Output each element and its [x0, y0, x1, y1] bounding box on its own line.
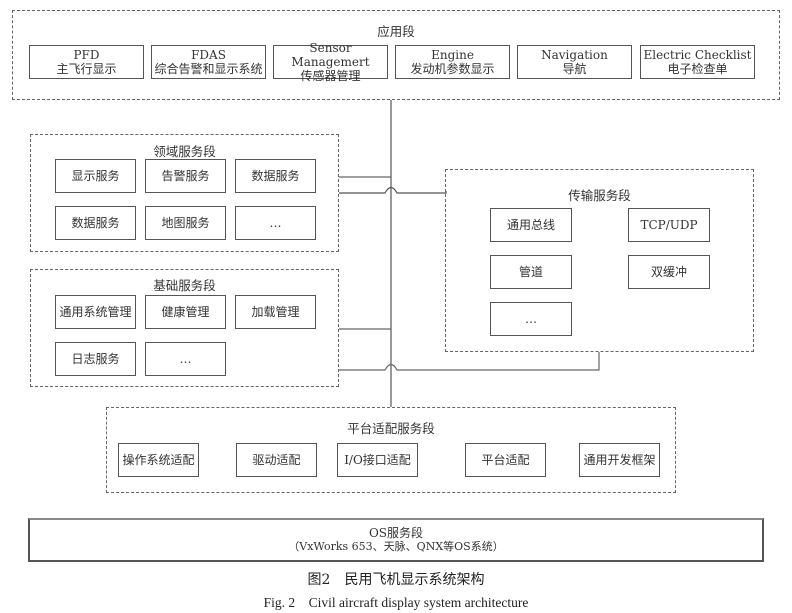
os-service-layer-title: OS服务段	[368, 526, 424, 540]
domain-module-label: 告警服务	[161, 169, 210, 183]
platform-module: 通用开发框架	[579, 443, 660, 477]
domain-module-label: 数据服务	[71, 216, 120, 230]
app-module-label-zh: 综合告警和显示系统	[154, 62, 263, 76]
platform-module: 驱动适配	[236, 443, 317, 477]
platform-module-label: 通用开发框架	[583, 453, 656, 467]
transport-module-label: …	[525, 312, 537, 326]
domain-module: 数据服务	[235, 159, 316, 193]
platform-module-label: 驱动适配	[252, 453, 301, 467]
transport-module: TCP/UDP	[628, 208, 710, 242]
os-service-layer-subtitle: （VxWorks 653、天脉、QNX等OS系统）	[288, 540, 504, 553]
transport-service-layer: 传输服务段	[445, 169, 754, 352]
app-module-label-zh: 导航	[562, 62, 587, 76]
base-module: 加载管理	[235, 295, 316, 329]
domain-module: 告警服务	[145, 159, 226, 193]
app-module-label-en: PFD	[73, 48, 100, 62]
transport-module-label: 双缓冲	[650, 265, 687, 279]
base-module: …	[145, 342, 226, 376]
platform-adaptation-layer: 平台适配服务段	[106, 407, 676, 493]
transport-module-label: 通用总线	[506, 218, 555, 232]
base-to-transport-line	[339, 352, 600, 371]
transport-module: 双缓冲	[628, 255, 710, 289]
app-module-label-en: Engine	[431, 48, 474, 62]
domain-service-layer: 领域服务段	[30, 134, 339, 252]
app-module-label-zh: 传感器管理	[300, 69, 361, 83]
base-service-layer: 基础服务段	[30, 269, 339, 387]
platform-module-label: 平台适配	[481, 453, 530, 467]
domain-module-label: 数据服务	[251, 169, 300, 183]
domain-module: 数据服务	[55, 206, 136, 240]
domain-module-label: 显示服务	[71, 169, 120, 183]
app-module-label-en: FDAS	[191, 48, 226, 62]
base-module: 健康管理	[145, 295, 226, 329]
base-module: 日志服务	[55, 342, 136, 376]
os-service-layer: OS服务段 （VxWorks 653、天脉、QNX等OS系统）	[28, 518, 764, 562]
platform-module: 操作系统适配	[118, 443, 199, 477]
transport-module-label: 管道	[518, 265, 543, 279]
transport-module: 管道	[490, 255, 572, 289]
platform-adaptation-layer-title: 平台适配服务段	[347, 421, 435, 436]
platform-module: I/O接口适配	[337, 443, 418, 477]
transport-service-layer-title: 传输服务段	[568, 188, 631, 203]
transport-module-label: TCP/UDP	[640, 218, 698, 232]
transport-module: 通用总线	[490, 208, 572, 242]
base-module-label: 加载管理	[251, 305, 300, 319]
app-module-label-zh: 主飞行显示	[56, 62, 117, 76]
base-module: 通用系统管理	[55, 295, 136, 329]
base-module-label: 健康管理	[161, 305, 210, 319]
platform-module-label: 操作系统适配	[122, 453, 195, 467]
app-module-label-en: Electric Checklist	[643, 48, 752, 62]
domain-module-label: 地图服务	[161, 216, 210, 230]
platform-module: 平台适配	[465, 443, 546, 477]
domain-module: 显示服务	[55, 159, 136, 193]
base-module-label: 日志服务	[71, 352, 120, 366]
domain-module-label: …	[269, 216, 282, 230]
base-module-label: 通用系统管理	[59, 305, 132, 319]
application-layer-title: 应用段	[377, 24, 415, 39]
domain-service-layer-title: 领域服务段	[153, 144, 216, 159]
figure-caption-en: Fig. 2 Civil aircraft display system arc…	[263, 595, 529, 610]
app-module-label-en: Navigation	[541, 48, 608, 62]
domain-to-transport-line	[339, 186, 447, 194]
domain-module: 地图服务	[145, 206, 226, 240]
domain-module: …	[235, 206, 316, 240]
base-service-layer-title: 基础服务段	[153, 278, 216, 293]
app-module-label-en: Sensor Managemert	[291, 41, 370, 69]
app-module-label-zh: 发动机参数显示	[410, 62, 495, 76]
transport-module: …	[490, 302, 572, 336]
figure-caption-zh: 图2 民用飞机显示系统架构	[307, 572, 485, 588]
app-module-label-zh: 电子检查单	[667, 62, 728, 76]
base-module-label: …	[179, 352, 192, 366]
application-layer: 应用段	[12, 10, 780, 100]
platform-module-label: I/O接口适配	[344, 453, 411, 467]
